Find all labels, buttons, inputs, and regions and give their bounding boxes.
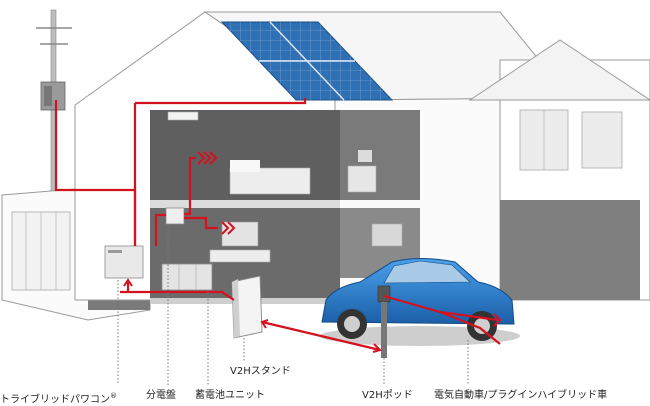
label-battery-unit: 蓄電池ユニット (195, 390, 265, 401)
label-tribrid-pcs-text: トライブリッドパワコン (0, 394, 110, 406)
label-ev-phev: 電気自動車/プラグインハイブリッド車 (434, 390, 608, 401)
interior-cutaway (150, 110, 500, 304)
label-v2h-pod: V2Hポッド (362, 390, 413, 401)
label-leaders (117, 226, 469, 385)
electric-car (320, 258, 520, 346)
solar-panels (220, 21, 394, 101)
label-v2h-stand: V2Hスタンド (230, 366, 291, 377)
power-flow-lines (54, 98, 501, 352)
equipment (104, 207, 263, 339)
registered-mark: ® (110, 392, 117, 400)
distribution-board-unit (165, 207, 185, 225)
flow-arrows (123, 151, 502, 353)
battery-unit (161, 263, 213, 291)
label-tribrid-pcs: トライブリッドパワコン® (0, 390, 117, 406)
utility-pole (36, 9, 72, 193)
label-distribution-board: 分電盤 (146, 390, 176, 401)
